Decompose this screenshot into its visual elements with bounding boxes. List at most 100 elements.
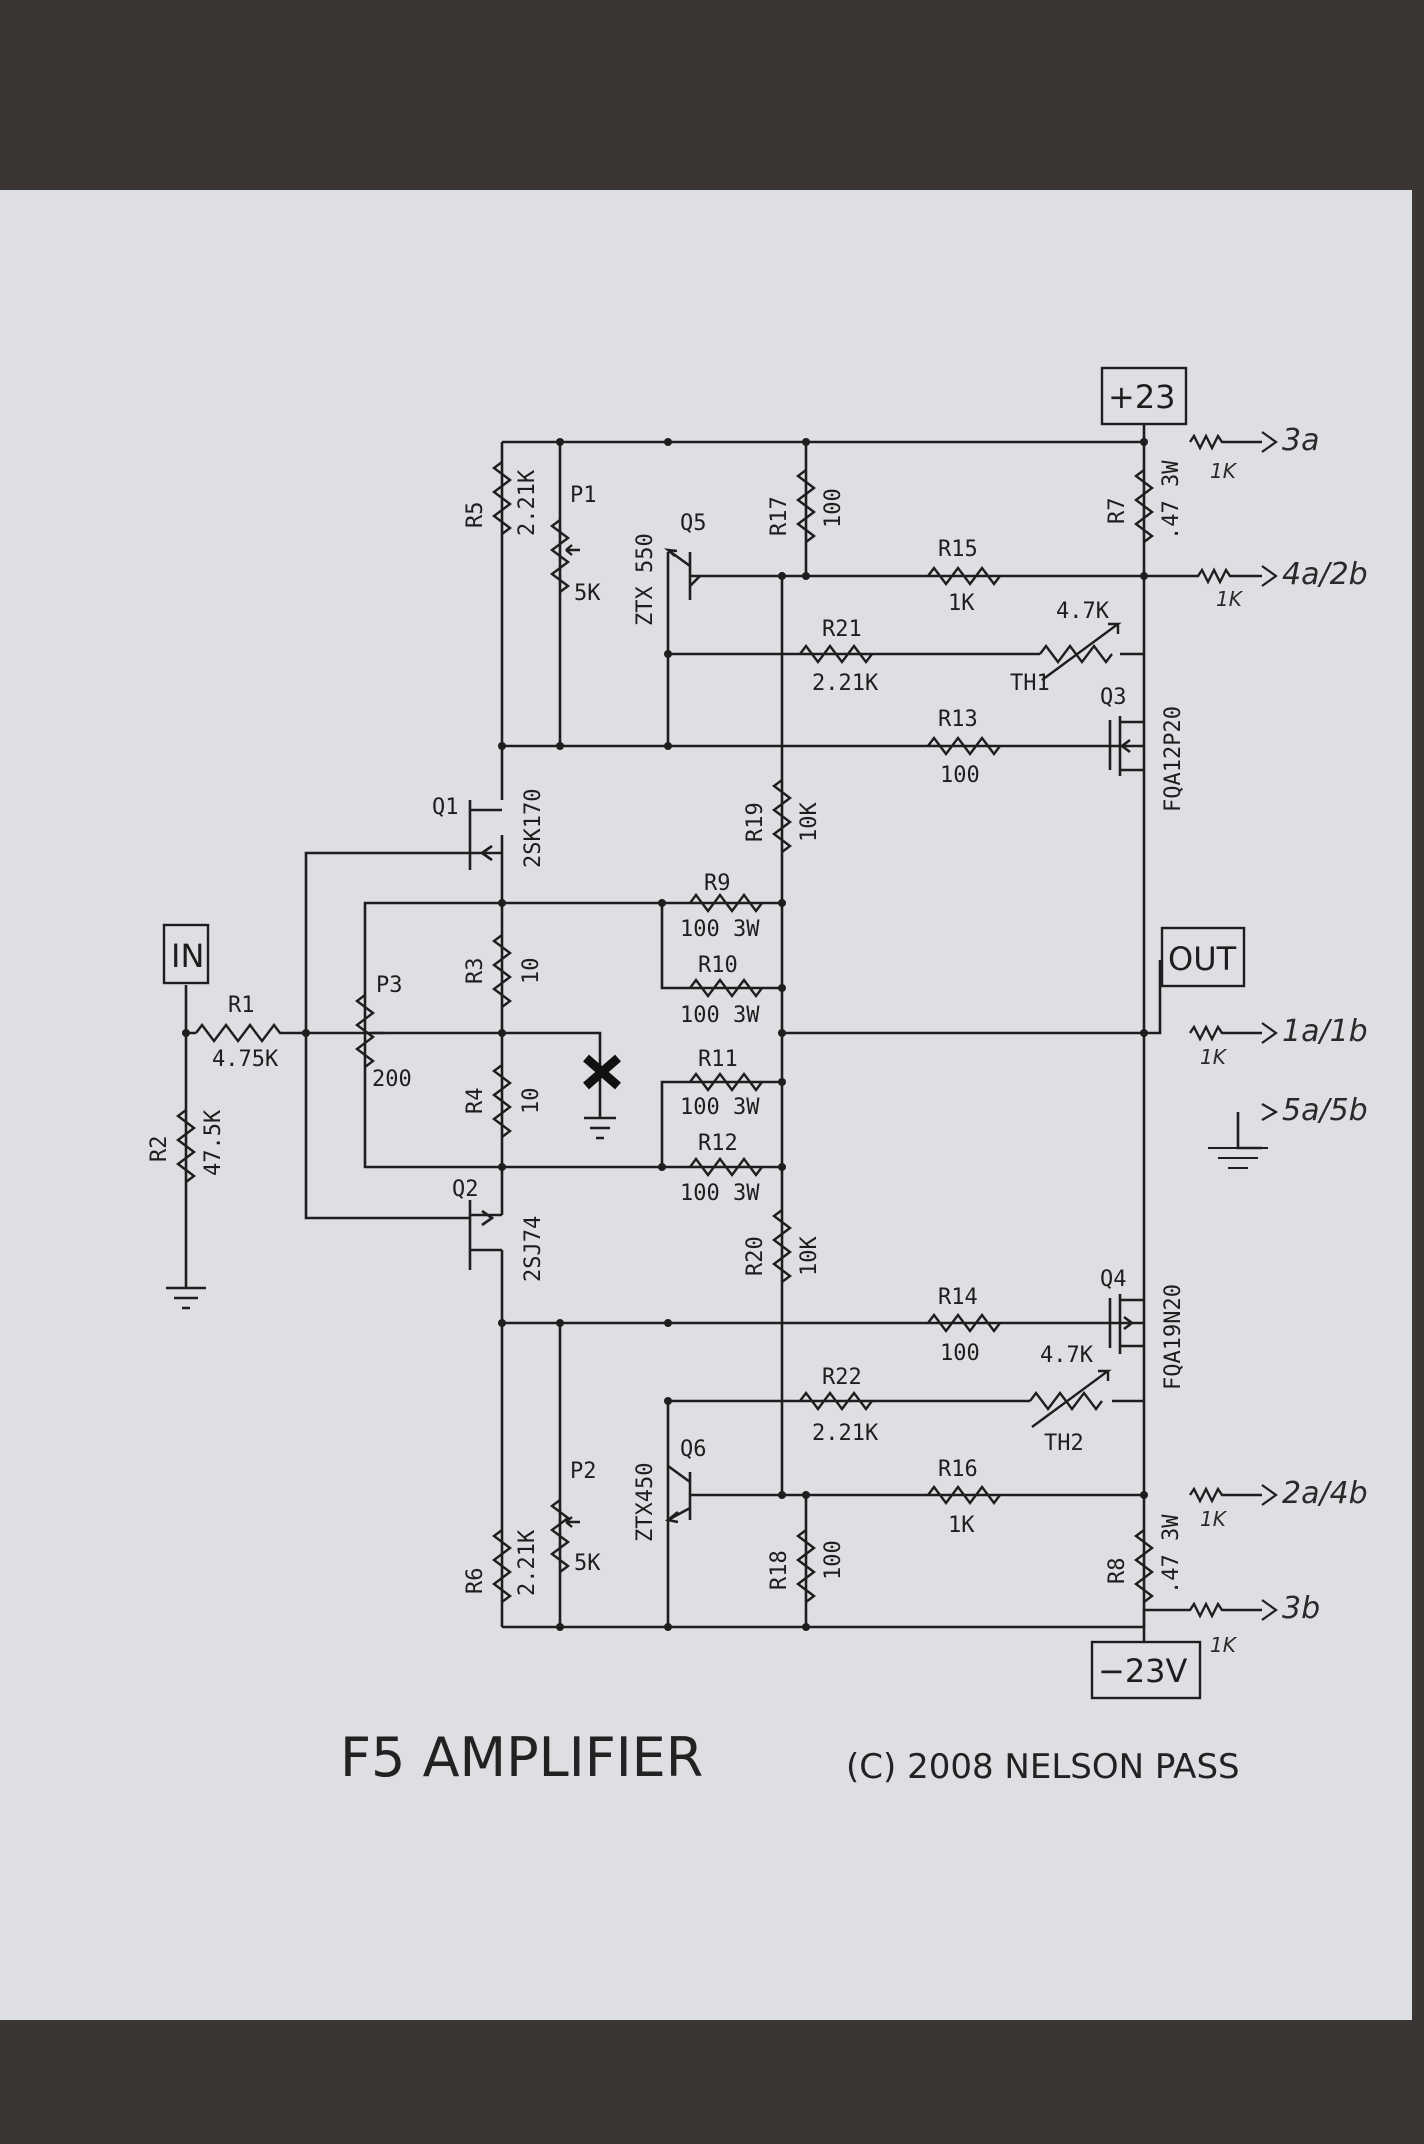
label-R15-value: 1K (948, 591, 975, 616)
resistor-R16-zigzag (927, 1485, 1001, 1505)
q3-symbol (1108, 716, 1144, 776)
label-R21-ref: R21 (822, 617, 862, 642)
label-R17-value: 100 (821, 488, 846, 528)
label-Q1-ref: Q1 (432, 795, 459, 820)
label-TH2-ref: TH2 (1044, 1431, 1084, 1456)
hand-resistor-3a (1189, 433, 1262, 451)
label-P2-value: 5K (574, 1551, 601, 1576)
resistor-R7-zigzag (1134, 469, 1154, 543)
resistor-R15-zigzag (927, 566, 1001, 586)
hand-note-1k-a: 1K (1210, 459, 1238, 483)
label-R16-ref: R16 (938, 1457, 978, 1482)
label-R3-ref: R3 (463, 958, 488, 985)
label-R10-value: 100 3W (680, 1003, 760, 1028)
resistor-R21-zigzag (799, 644, 873, 664)
label-TH1-ref: TH1 (1010, 671, 1050, 696)
label-P3-ref: P3 (376, 973, 403, 998)
diagram-title: F5 AMPLIFIER (340, 1726, 703, 1789)
resistor-R2-zigzag (176, 1109, 196, 1183)
label-Q1-part: 2SK170 (521, 789, 546, 868)
label-R19-ref: R19 (743, 802, 768, 842)
copyright-notice: (C) 2008 NELSON PASS (846, 1747, 1240, 1787)
label-R18-value: 100 (821, 1540, 846, 1580)
label-R16-value: 1K (948, 1513, 975, 1538)
pot-P1-zigzag (550, 519, 580, 593)
label-Q2-part: 2SJ74 (521, 1216, 546, 1282)
label-P1-value: 5K (574, 581, 601, 606)
label-R15-ref: R15 (938, 537, 978, 562)
label-R20-value: 10K (797, 1236, 822, 1276)
label-Q5-part: ZTX 550 (633, 533, 658, 626)
label-R10-ref: R10 (698, 953, 738, 978)
label-R7-value: .47 3W (1159, 460, 1184, 540)
output-box (1160, 926, 1246, 988)
resistor-R6-zigzag (492, 1529, 512, 1603)
hand-note-4a2b: 4a/2b (1282, 557, 1368, 592)
junctions (182, 438, 1148, 1631)
label-Q4-part: FQA19N20 (1161, 1284, 1186, 1390)
hand-note-1k-c: 1K (1200, 1045, 1228, 1069)
thermistor-TH1-zigzag (1039, 622, 1122, 681)
hand-resistor-1a1b (1189, 1024, 1262, 1042)
hand-note-1a1b: 1a/1b (1282, 1014, 1368, 1049)
hand-note-1k-b: 1K (1216, 587, 1244, 611)
resistor-R17-zigzag (796, 469, 816, 543)
resistor-R13-zigzag (927, 736, 1001, 756)
label-R1-ref: R1 (228, 993, 255, 1018)
hand-resistor-2a4b (1189, 1486, 1262, 1504)
label-R5-ref: R5 (463, 502, 488, 529)
output-port-label: OUT (1168, 940, 1237, 978)
label-R6-value: 2.21K (515, 1529, 540, 1596)
transistors (468, 548, 1144, 1524)
label-R13-ref: R13 (938, 707, 978, 732)
label-R5-value: 2.21K (515, 469, 540, 536)
label-R12-value: 100 3W (680, 1181, 760, 1206)
positive-rail-label: +23 (1108, 378, 1176, 416)
label-Q4-ref: Q4 (1100, 1267, 1127, 1292)
hand-note-5a5b: 5a/5b (1282, 1093, 1368, 1128)
resistor-R12-zigzag (689, 1157, 763, 1177)
label-R22-ref: R22 (822, 1365, 862, 1390)
label-R4-value: 10 (519, 1088, 544, 1115)
label-R13-value: 100 (940, 763, 980, 788)
resistor-R19-zigzag (772, 779, 792, 853)
schematic-paper (0, 190, 1412, 2020)
resistor-R3-zigzag (492, 934, 512, 1008)
component-labels: R5 2.21K R6 2.21K R17 100 R18 100 R19 10… (147, 460, 1186, 1596)
hand-resistor-4a2b (1144, 567, 1262, 585)
label-P3-value: 200 (372, 1067, 412, 1092)
resistor-R10-zigzag (689, 978, 763, 998)
label-Q6-part: ZTX450 (633, 1463, 658, 1542)
label-R21-value: 2.21K (812, 671, 879, 696)
label-Q3-ref: Q3 (1100, 685, 1127, 710)
label-P1-ref: P1 (570, 483, 597, 508)
label-R20-ref: R20 (743, 1236, 768, 1276)
port-boxes: IN OUT +23 −23V (162, 366, 1246, 1700)
label-R18-ref: R18 (767, 1550, 792, 1590)
label-R17-ref: R17 (767, 496, 792, 536)
label-R14-value: 100 (940, 1341, 980, 1366)
label-R11-ref: R11 (698, 1047, 738, 1072)
label-Q5-ref: Q5 (680, 511, 707, 536)
label-R22-value: 2.21K (812, 1421, 879, 1446)
ground-x-mark (583, 1054, 621, 1090)
hand-note-3b: 3b (1282, 1591, 1320, 1626)
input-box (162, 923, 210, 985)
label-P2-ref: P2 (570, 1459, 597, 1484)
label-R7-ref: R7 (1105, 498, 1130, 525)
resistor-R8-zigzag (1134, 1529, 1154, 1603)
label-TH1-value: 4.7K (1056, 599, 1110, 624)
q4-symbol (1108, 1294, 1144, 1354)
pot-P3-zigzag (355, 994, 385, 1068)
hand-note-3a: 3a (1282, 423, 1319, 458)
q5-symbol (663, 548, 701, 600)
label-R4-ref: R4 (463, 1088, 488, 1115)
label-R1-value: 4.75K (212, 1047, 279, 1072)
label-R9-ref: R9 (704, 871, 731, 896)
label-Q2-ref: Q2 (452, 1177, 479, 1202)
label-R3-value: 10 (519, 958, 544, 985)
label-R2-value: 47.5K (201, 1109, 226, 1176)
label-R14-ref: R14 (938, 1285, 978, 1310)
q6-symbol (665, 1464, 700, 1524)
